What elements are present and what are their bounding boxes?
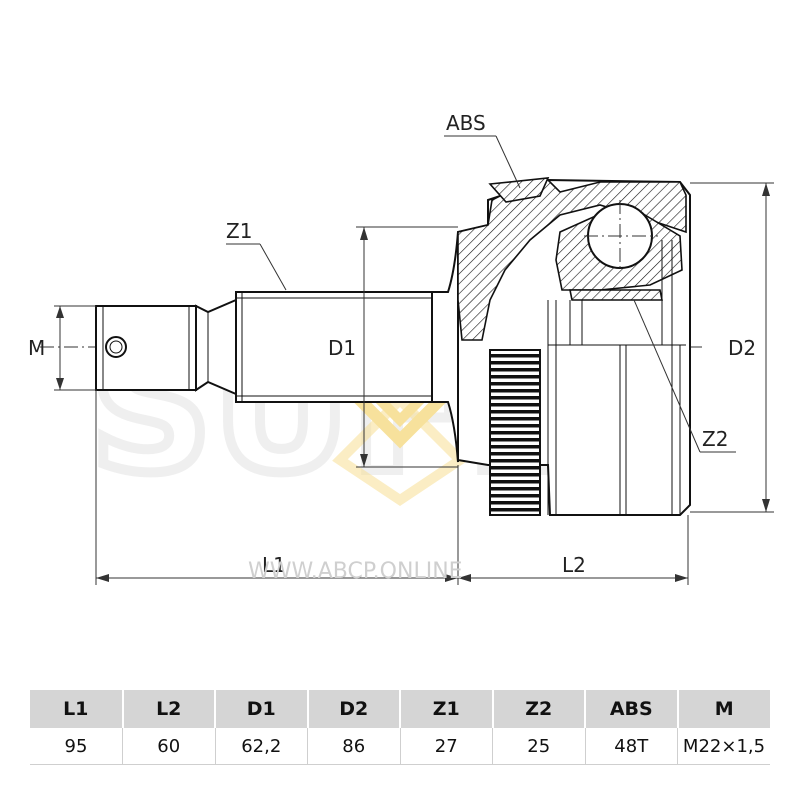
label-d1: D1 <box>328 336 356 360</box>
spec-header: D1 <box>215 690 309 728</box>
spec-value: 62,2 <box>215 728 308 765</box>
shaft-collar <box>431 231 459 463</box>
tone-ring-tooth <box>490 417 540 421</box>
cotter-pin-hole <box>105 336 127 358</box>
spec-value-row: 95 60 62,2 86 27 25 48T M22×1,5 <box>30 728 770 765</box>
dimension-d2 <box>690 182 774 513</box>
spec-header-row: L1 L2 D1 D2 Z1 Z2 ABS M <box>30 690 770 728</box>
leader-z2 <box>633 299 736 453</box>
label-d2: D2 <box>728 336 756 360</box>
tone-ring-tooth <box>490 368 540 372</box>
spec-value: M22×1,5 <box>677 728 770 765</box>
tone-ring-tooth <box>490 403 540 407</box>
spec-header: ABS <box>585 690 679 728</box>
tone-ring-tooth <box>490 424 540 428</box>
tone-ring-tooth <box>490 445 540 449</box>
tone-ring-tooth <box>490 487 540 491</box>
cv-joint-drawing: SUFIX <box>28 111 774 585</box>
tone-ring-tooth <box>490 361 540 365</box>
label-z1: Z1 <box>226 219 252 243</box>
dimension-d1 <box>356 226 458 468</box>
spec-value: 27 <box>400 728 493 765</box>
spec-header: D2 <box>307 690 401 728</box>
spec-table: L1 L2 D1 D2 Z1 Z2 ABS M 95 60 62,2 86 27… <box>30 690 770 765</box>
tone-ring-tooth <box>490 354 540 358</box>
tone-ring-tooth <box>490 438 540 442</box>
shaft-neck <box>195 298 237 396</box>
splined-shaft <box>235 291 433 403</box>
label-z2: Z2 <box>702 427 728 451</box>
tone-ring-tooth <box>490 459 540 463</box>
spec-header: L2 <box>122 690 216 728</box>
leader-abs <box>444 135 521 189</box>
tone-ring-tooth <box>490 508 540 512</box>
tone-ring-tooth <box>490 452 540 456</box>
ball <box>584 200 658 272</box>
abs-ring-section <box>488 177 550 203</box>
thread-end <box>95 305 197 391</box>
label-l2: L2 <box>562 553 586 577</box>
tone-ring-tooth <box>490 431 540 435</box>
spec-value: 60 <box>122 728 216 765</box>
spec-header: Z1 <box>400 690 494 728</box>
abs-tone-ring <box>489 349 541 516</box>
watermark-site-text: WWW.ABCP.ONLINE <box>248 559 463 584</box>
label-m: M <box>28 336 45 360</box>
spec-value: 95 <box>30 728 123 765</box>
spec-header: L1 <box>30 690 124 728</box>
spec-header: M <box>677 690 770 728</box>
tone-ring-tooth <box>490 466 540 470</box>
tone-ring-tooth <box>490 382 540 386</box>
label-l1: L1 <box>262 553 286 577</box>
tone-ring-tooth <box>490 410 540 414</box>
label-abs: ABS <box>446 111 486 135</box>
tone-ring-tooth <box>490 480 540 484</box>
tone-ring-tooth <box>490 501 540 505</box>
spec-value: 25 <box>492 728 586 765</box>
tone-ring-tooth <box>490 473 540 477</box>
spec-value: 48T <box>585 728 678 765</box>
dimension-length <box>95 390 689 585</box>
tone-ring-tooth <box>490 389 540 393</box>
leader-z1 <box>226 243 287 291</box>
tone-ring-tooth <box>490 396 540 400</box>
tone-ring-tooth <box>490 494 540 498</box>
spec-header: Z2 <box>492 690 586 728</box>
spec-value: 86 <box>307 728 401 765</box>
dimension-m <box>54 305 96 391</box>
tone-ring-tooth <box>490 375 540 379</box>
